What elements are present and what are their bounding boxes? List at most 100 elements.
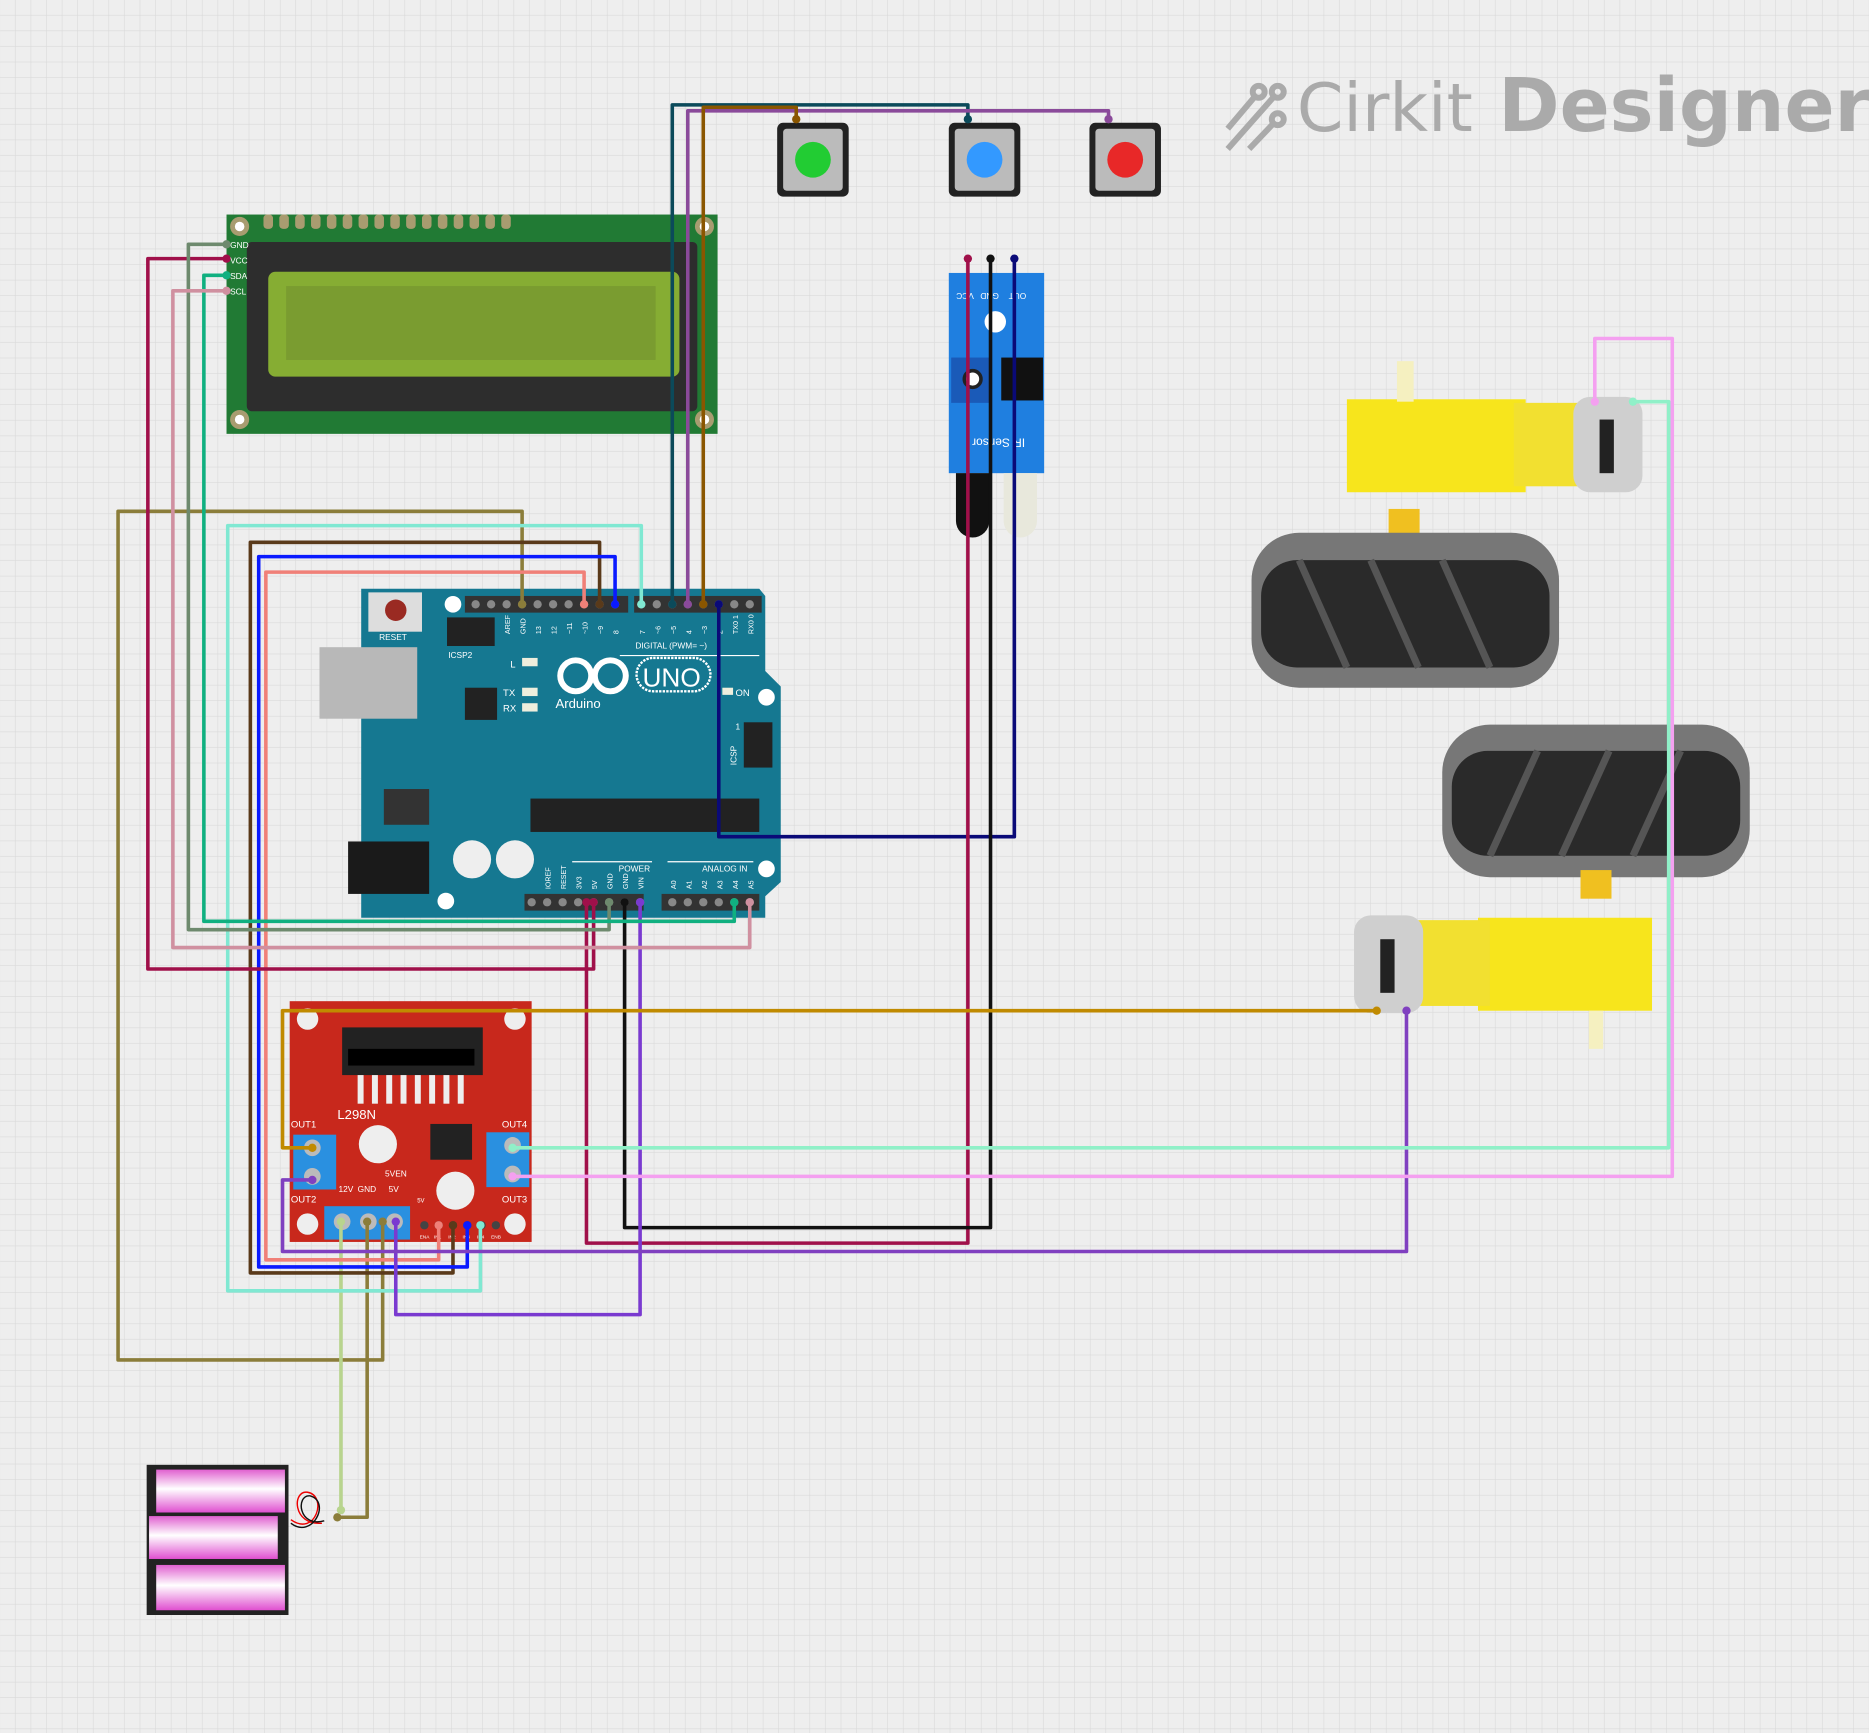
wire-endpoint[interactable]	[378, 1217, 387, 1226]
wire-endpoint[interactable]	[792, 115, 801, 124]
wire-endpoint[interactable]	[595, 600, 604, 609]
wire-endpoint[interactable]	[1590, 397, 1599, 406]
l298n-motor-driver[interactable]: L298N OUT1 OUT4 OUT2 OUT3 12V GND 5V 5VE…	[289, 1001, 532, 1242]
wire-endpoint[interactable]	[635, 898, 645, 907]
push-button-blue[interactable]	[948, 122, 1021, 197]
ir-sensor[interactable]: VCC GND OUT IR Sensor	[948, 272, 1045, 538]
push-button-green[interactable]	[777, 122, 849, 197]
driver-header-pin[interactable]	[491, 1221, 501, 1230]
wire-endpoint[interactable]	[1402, 1006, 1411, 1015]
wire-in4[interactable]	[225, 523, 644, 1293]
mecanum-wheel-top[interactable]	[1251, 532, 1560, 688]
wire-endpoint[interactable]	[308, 1143, 317, 1152]
wire-vcc[interactable]	[584, 256, 970, 1245]
wire-out1[interactable]	[280, 1008, 1379, 1150]
wire-out4[interactable]	[510, 399, 1671, 1150]
wire-out2[interactable]	[280, 1008, 1409, 1254]
header-pin[interactable]	[542, 898, 552, 907]
push-button-red[interactable]	[1089, 122, 1161, 197]
wire-endpoint[interactable]	[336, 1217, 346, 1226]
wire-endpoint[interactable]	[517, 600, 527, 609]
power-pin-label: IOREF	[545, 867, 553, 889]
wire-endpoint[interactable]	[1628, 397, 1638, 406]
digital-pin-label: ~10	[582, 622, 590, 634]
header-pin[interactable]	[652, 600, 661, 609]
header-pin[interactable]	[668, 898, 677, 907]
wire-endpoint[interactable]	[582, 898, 591, 907]
header-pin[interactable]	[730, 600, 739, 609]
wire-endpoint[interactable]	[579, 600, 589, 609]
wire-endpoint[interactable]	[391, 1217, 400, 1226]
wire-endpoint[interactable]	[986, 254, 995, 263]
lcd-16x2-i2c[interactable]: GND VCC SDA SCL	[226, 214, 718, 434]
wire-endpoint[interactable]	[683, 600, 692, 609]
header-pin[interactable]	[548, 600, 558, 609]
wire-endpoint[interactable]	[604, 898, 614, 907]
wire-out3[interactable]	[510, 336, 1675, 1179]
wire-endpoint[interactable]	[1010, 254, 1019, 263]
wire-endpoint[interactable]	[463, 1221, 472, 1230]
header-pin[interactable]	[699, 898, 708, 907]
wire-endpoint[interactable]	[476, 1221, 485, 1230]
wire-ir-out[interactable]	[716, 256, 1017, 839]
battery-pack-3x18650[interactable]	[146, 1464, 325, 1616]
dc-motor-top[interactable]	[1346, 361, 1643, 538]
wire-endpoint[interactable]	[1104, 115, 1113, 124]
header-pin[interactable]	[564, 600, 573, 609]
wire-endpoint[interactable]	[448, 1221, 458, 1230]
wire-vin[interactable]	[393, 900, 642, 1317]
driver-header-label: ENB	[491, 1234, 501, 1240]
wire-endpoint[interactable]	[333, 1513, 342, 1522]
driver-header-pin[interactable]	[420, 1221, 429, 1230]
wire-endpoint[interactable]	[620, 898, 629, 907]
icsp2-label: ICSP2	[448, 650, 472, 660]
wire-endpoint[interactable]	[434, 1221, 443, 1230]
header-pin[interactable]	[683, 898, 692, 907]
header-pin[interactable]	[502, 600, 511, 609]
wire-endpoint[interactable]	[222, 254, 231, 263]
wire-endpoint[interactable]	[222, 271, 231, 280]
dc-motor-bottom[interactable]	[1354, 870, 1653, 1049]
wire-endpoint[interactable]	[589, 898, 598, 907]
wire-endpoint[interactable]	[699, 600, 708, 609]
wire-endpoint[interactable]	[508, 1172, 517, 1181]
wire-endpoint[interactable]	[730, 898, 739, 907]
logo-cirkit: Cirkit	[1297, 69, 1473, 147]
header-pin[interactable]	[533, 600, 542, 609]
lcd-header-pin	[453, 214, 464, 229]
wire-endpoint[interactable]	[963, 254, 973, 263]
header-pin[interactable]	[573, 898, 583, 907]
wire-btn-green[interactable]	[701, 105, 799, 607]
header-pin[interactable]	[714, 898, 723, 907]
wire-endpoint[interactable]	[222, 286, 231, 295]
wire-endpoint[interactable]	[362, 1217, 372, 1226]
wire-endpoint[interactable]	[745, 898, 754, 907]
wire-endpoint[interactable]	[1372, 1006, 1381, 1015]
wire-endpoint[interactable]	[963, 115, 973, 124]
wire-endpoint[interactable]	[668, 600, 677, 609]
header-pin[interactable]	[745, 600, 754, 609]
wire-in2[interactable]	[248, 540, 602, 1275]
wire-endpoint[interactable]	[714, 600, 723, 609]
cirkit-designer-logo: Cirkit Designer	[1225, 63, 1869, 152]
header-pin[interactable]	[558, 898, 567, 907]
wire-scl[interactable]	[171, 289, 752, 950]
wire-gnd-tan[interactable]	[335, 1219, 369, 1520]
wire-endpoint[interactable]	[222, 240, 231, 249]
wire-ir-gnd[interactable]	[622, 256, 993, 1230]
mecanum-wheel-bottom[interactable]	[1442, 724, 1750, 878]
wire-endpoint[interactable]	[508, 1143, 517, 1152]
wire-endpoint[interactable]	[308, 1175, 317, 1185]
header-pin[interactable]	[486, 600, 496, 609]
wire-in1[interactable]	[264, 570, 586, 1262]
wire-in3[interactable]	[256, 554, 617, 1269]
header-pin[interactable]	[471, 600, 480, 609]
wire-endpoint[interactable]	[610, 600, 620, 609]
wire-endpoint[interactable]	[336, 1505, 346, 1515]
header-pin[interactable]	[527, 898, 536, 907]
wire-endpoint[interactable]	[637, 600, 646, 609]
wire-sda[interactable]	[202, 273, 737, 924]
led-on-label: ON	[735, 688, 749, 699]
